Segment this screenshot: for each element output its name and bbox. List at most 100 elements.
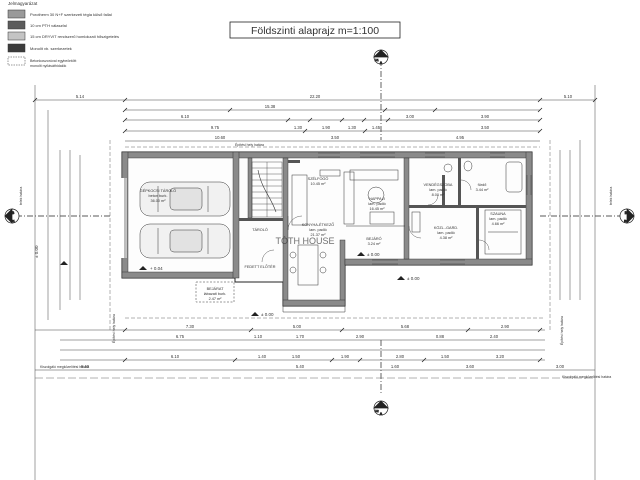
svg-text:21.37 m²: 21.37 m²: [311, 233, 327, 237]
dimension-text-bottom: 7.30 5.00 5.68 2.90 6.75 1.10 1.70 2.90 …: [81, 324, 565, 369]
svg-text:A: A: [380, 411, 383, 416]
svg-text:Kiszolgáló megközelítési határ: Kiszolgáló megközelítési határa: [40, 365, 89, 369]
svg-text:BEJÁRÓ: BEJÁRÓ: [366, 236, 381, 241]
svg-text:1.50: 1.50: [441, 354, 450, 359]
svg-text:8.00 m²: 8.00 m²: [432, 193, 446, 197]
room-porch: FEDETT ELŐTÉR: [245, 264, 276, 269]
living-furniture: [343, 169, 405, 227]
legend-swatch-partition: [7, 20, 26, 30]
svg-text:10.60: 10.60: [215, 135, 226, 140]
svg-text:NAPPALI: NAPPALI: [369, 197, 385, 201]
section-mark-top: A A1: [373, 49, 389, 65]
svg-text:3.20: 3.20: [496, 354, 505, 359]
svg-text:lam. padló: lam. padló: [489, 217, 507, 221]
svg-text:5.40: 5.40: [296, 364, 305, 369]
svg-text:KÖZL.-GARD.: KÖZL.-GARD.: [434, 226, 458, 230]
svg-text:6.10: 6.10: [181, 114, 190, 119]
svg-text:3.44 m²: 3.44 m²: [476, 188, 490, 192]
svg-text:3.60: 3.60: [466, 364, 475, 369]
svg-text:± 0.00: ± 0.00: [261, 312, 274, 317]
garage-cars: [139, 181, 231, 259]
svg-text:beton burk.: beton burk.: [149, 194, 168, 198]
svg-text:A2: A2: [375, 409, 379, 413]
svg-text:5.68: 5.68: [401, 324, 410, 329]
svg-text:9.75: 9.75: [211, 125, 220, 130]
svg-text:lam. padló: lam. padló: [429, 188, 447, 192]
room-storage: TÁROLÓ: [252, 227, 268, 232]
svg-text:5.00: 5.00: [293, 324, 302, 329]
kitchen-furniture: [289, 169, 341, 286]
svg-text:3.00: 3.00: [556, 364, 565, 369]
svg-text:16.45 m²: 16.45 m²: [370, 207, 386, 211]
svg-text:B: B: [625, 210, 628, 215]
svg-text:2.80: 2.80: [396, 354, 405, 359]
svg-text:A1: A1: [375, 58, 379, 62]
svg-text:4.95: 4.95: [456, 135, 465, 140]
legend-label-concrete: Monolit vb. szerkezetek: [30, 46, 72, 51]
svg-text:5.14: 5.14: [76, 94, 85, 99]
entrance-porch: [195, 281, 346, 313]
windows: [318, 152, 532, 265]
level-marker-east: ± 0.00: [397, 276, 420, 281]
building: [121, 151, 533, 313]
svg-text:0.88: 0.88: [436, 334, 445, 339]
svg-text:± 0.00: ± 0.00: [407, 276, 420, 281]
svg-text:6.75: 6.75: [176, 334, 185, 339]
svg-text:1.40: 1.40: [258, 354, 267, 359]
legend: Jelmagyarázat Porotherm 30 N+F szerkezet…: [7, 1, 119, 68]
svg-text:+ 0.04: + 0.04: [150, 266, 163, 271]
svg-text:1.60: 1.60: [391, 364, 400, 369]
dimension-lines: [32, 85, 598, 480]
svg-text:3.90: 3.90: [481, 114, 490, 119]
legend-swatch-lintel: [7, 56, 26, 66]
svg-text:36.00 m²: 36.00 m²: [151, 199, 167, 203]
legend-swatch-concrete: [7, 43, 26, 53]
svg-text:7.30: 7.30: [186, 324, 195, 329]
svg-text:B: B: [12, 210, 15, 215]
svg-text:BEJÁRAT: BEJÁRAT: [207, 287, 224, 291]
svg-text:TÁROLÓ: TÁROLÓ: [252, 227, 268, 232]
svg-text:A: A: [380, 60, 383, 65]
drawing-title: Földszinti alaprajz m=1:100: [251, 25, 379, 37]
svg-text:4.66 m²: 4.66 m²: [492, 222, 506, 226]
boundary-lines: [35, 140, 595, 379]
svg-text:telek határa: telek határa: [19, 187, 23, 205]
svg-text:6.10: 6.10: [171, 354, 180, 359]
svg-text:VENDÉGSZOBA: VENDÉGSZOBA: [424, 182, 453, 187]
level-marker-garage: + 0.04: [139, 266, 163, 271]
svg-text:3.50: 3.50: [481, 125, 490, 130]
bath-fixtures: [411, 160, 523, 255]
level-markers: + 0.04 ± 0.00 ± 0.00 ± 0.00 ± 0.00: [34, 245, 420, 317]
svg-text:KONYHA-ÉTKEZŐ: KONYHA-ÉTKEZŐ: [302, 222, 335, 227]
svg-text:4.38 m²: 4.38 m²: [440, 236, 454, 240]
svg-text:22.20: 22.20: [310, 94, 321, 99]
legend-swatch-brick: [7, 9, 26, 19]
svg-text:lam. padló: lam. padló: [309, 228, 327, 232]
svg-text:lábazati burk.: lábazati burk.: [204, 292, 227, 296]
svg-text:2.47 m²: 2.47 m²: [209, 297, 223, 301]
section-mark-bottom: A A2: [373, 400, 389, 416]
svg-text:2.40: 2.40: [490, 334, 499, 339]
svg-text:1.30: 1.30: [294, 125, 303, 130]
svg-text:1.70: 1.70: [296, 334, 305, 339]
svg-text:1.30: 1.30: [348, 125, 357, 130]
staircase: [251, 161, 283, 218]
legend-heading: Jelmagyarázat: [8, 1, 38, 6]
svg-text:B1: B1: [11, 219, 15, 223]
svg-text:telek határa: telek határa: [609, 187, 613, 205]
svg-text:1.90: 1.90: [322, 125, 331, 130]
legend-label-brick: Porotherm 30 N+F szerkezeti tégla külső …: [30, 12, 112, 17]
svg-text:3.50: 3.50: [331, 135, 340, 140]
legend-label-partition: 10 cm PTH válaszfal: [30, 23, 67, 28]
svg-text:SZAUNA: SZAUNA: [490, 212, 506, 216]
